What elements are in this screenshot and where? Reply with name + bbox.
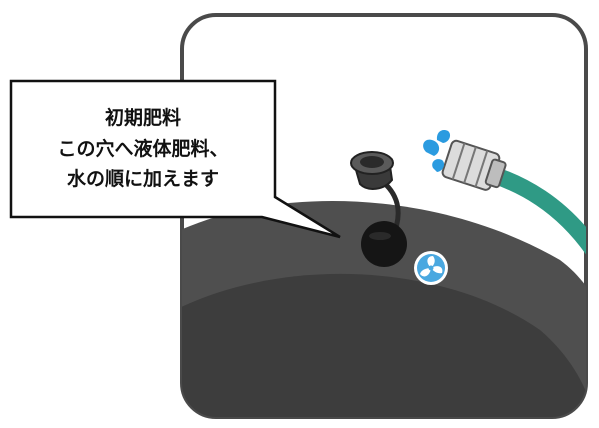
fan-icon [414,251,448,285]
fill-cap [350,151,394,190]
hose-nozzle [441,139,507,191]
callout-text: 初期肥料 この穴へ液体肥料、 水の順に加えます [57,106,228,190]
callout-line-2: この穴へ液体肥料、 [57,137,228,160]
fill-hole [361,221,407,267]
tank-inner [182,273,586,417]
callout-line-1: 初期肥料 [105,106,181,129]
callout-line-3: 水の順に加えます [67,168,219,190]
water-drops-icon [423,130,451,172]
callout-bubble [9,79,341,239]
